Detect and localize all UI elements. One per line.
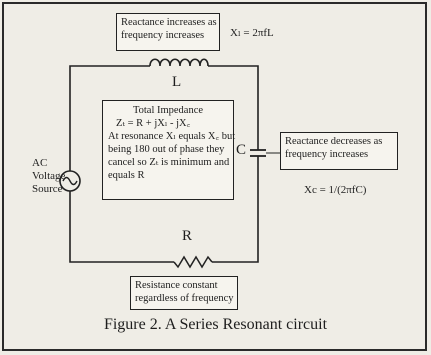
capacitor-note-line-1: Reactance decreases as — [285, 136, 383, 147]
impedance-text-line-1: At resonance Xₗ equals X꜀ but — [108, 131, 236, 142]
resistor-note-line-1: Resistance constant — [135, 280, 218, 291]
wire-right — [212, 156, 259, 263]
resistor-symbol — [173, 255, 213, 269]
impedance-text-line-2: being 180 out of phase they — [108, 144, 225, 155]
label-capacitor: C — [236, 142, 247, 158]
impedance-text-line-3: cancel so Zₜ is minimum and — [108, 157, 230, 168]
impedance-note-box: Total Impedance Zₜ = R + jXₗ - jX꜀ At re… — [102, 100, 236, 200]
sine-icon — [62, 176, 78, 186]
source-label-line-1: AC — [32, 157, 48, 169]
figure-caption: Figure 2. A Series Resonant circuit — [103, 316, 328, 333]
label-resistor: R — [182, 228, 193, 244]
label-inductor: L — [172, 74, 182, 90]
inductor-note-line-1: Reactance increases as — [121, 17, 217, 28]
figure-frame — [2, 2, 427, 351]
resistor-note-box: Resistance constant regardless of freque… — [130, 276, 238, 310]
inductor-formula: Xₗ = 2πfL — [230, 27, 274, 39]
source-label: AC Voltage Source — [32, 157, 65, 196]
impedance-title: Total Impedance — [132, 105, 204, 116]
capacitor-formula: Xc = 1/(2πfC) — [304, 184, 367, 196]
wire-bottom — [69, 191, 174, 263]
wire-top — [69, 65, 259, 171]
inductor-note-line-2: frequency increases — [121, 30, 205, 41]
impedance-formula: Zₜ = R + jXₗ - jX꜀ — [116, 118, 191, 129]
inductor-note-box: Reactance increases as frequency increas… — [116, 13, 220, 51]
source-label-line-2: Voltage — [32, 170, 66, 182]
resistor-note-line-2: regardless of frequency — [135, 293, 234, 304]
source-label-line-3: Source — [32, 183, 63, 195]
capacitor-note-line-2: frequency increases — [285, 149, 369, 160]
capacitor-note-box: Reactance decreases as frequency increas… — [280, 132, 398, 170]
impedance-text-line-4: equals R — [108, 170, 145, 181]
inductor-symbol — [149, 58, 209, 67]
